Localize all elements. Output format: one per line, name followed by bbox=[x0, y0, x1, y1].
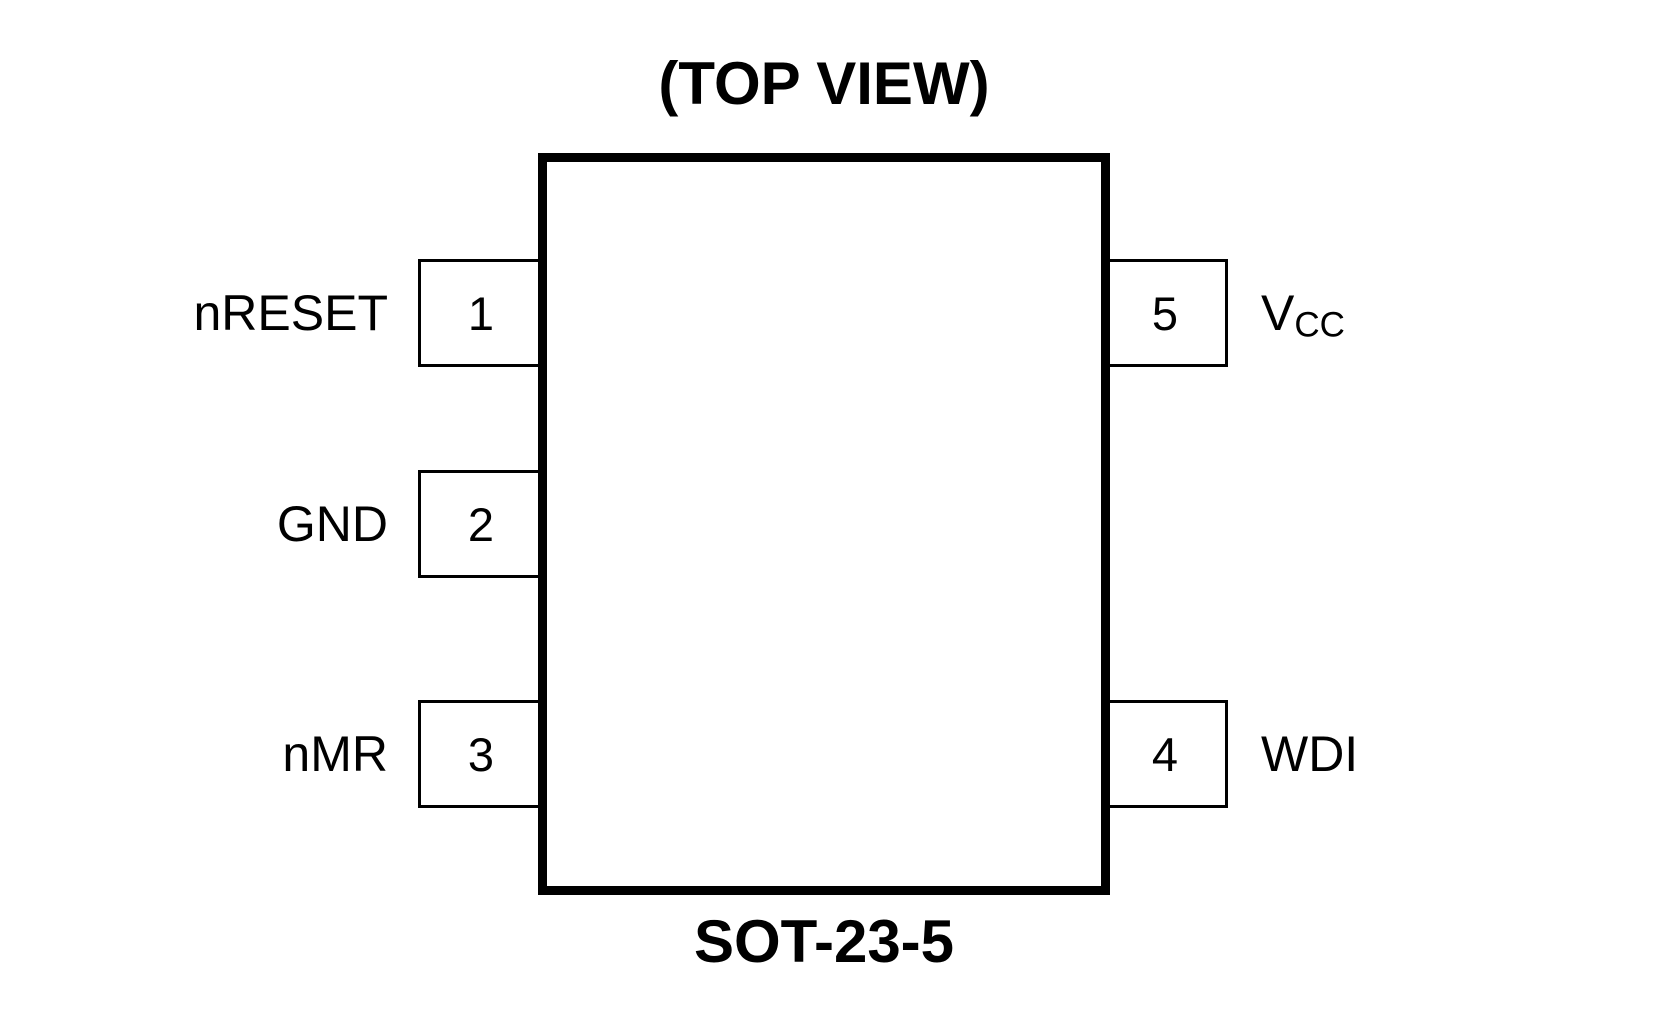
pin-number-4: 4 bbox=[1151, 727, 1179, 781]
pin-box-5: 5 bbox=[1102, 259, 1228, 367]
pin-box-1: 1 bbox=[418, 259, 544, 367]
pin-box-4: 4 bbox=[1102, 700, 1228, 808]
pin-box-3: 3 bbox=[418, 700, 544, 808]
package-name: SOT-23-5 bbox=[693, 908, 955, 975]
pin-label-wdi-main: WDI bbox=[1261, 726, 1359, 782]
chip-body bbox=[538, 153, 1110, 895]
pin-label-wdi: WDI bbox=[1261, 700, 1358, 808]
pin-number-2: 2 bbox=[467, 497, 495, 551]
pin-label-vcc-subscript: CC bbox=[1294, 305, 1345, 345]
pin-box-2: 2 bbox=[418, 470, 544, 578]
pin-number-3: 3 bbox=[467, 727, 495, 781]
pin-label-vcc: VCC bbox=[1261, 259, 1345, 367]
pin-label-vcc-main: V bbox=[1261, 285, 1295, 341]
pin-number-5: 5 bbox=[1151, 286, 1179, 340]
pin-number-1: 1 bbox=[467, 286, 495, 340]
pin-label-nmr: nMR bbox=[282, 726, 388, 782]
diagram-title: (TOP VIEW) bbox=[658, 50, 990, 117]
pin-label-nreset: nRESET bbox=[193, 285, 388, 341]
pin-label-gnd: GND bbox=[276, 496, 388, 552]
